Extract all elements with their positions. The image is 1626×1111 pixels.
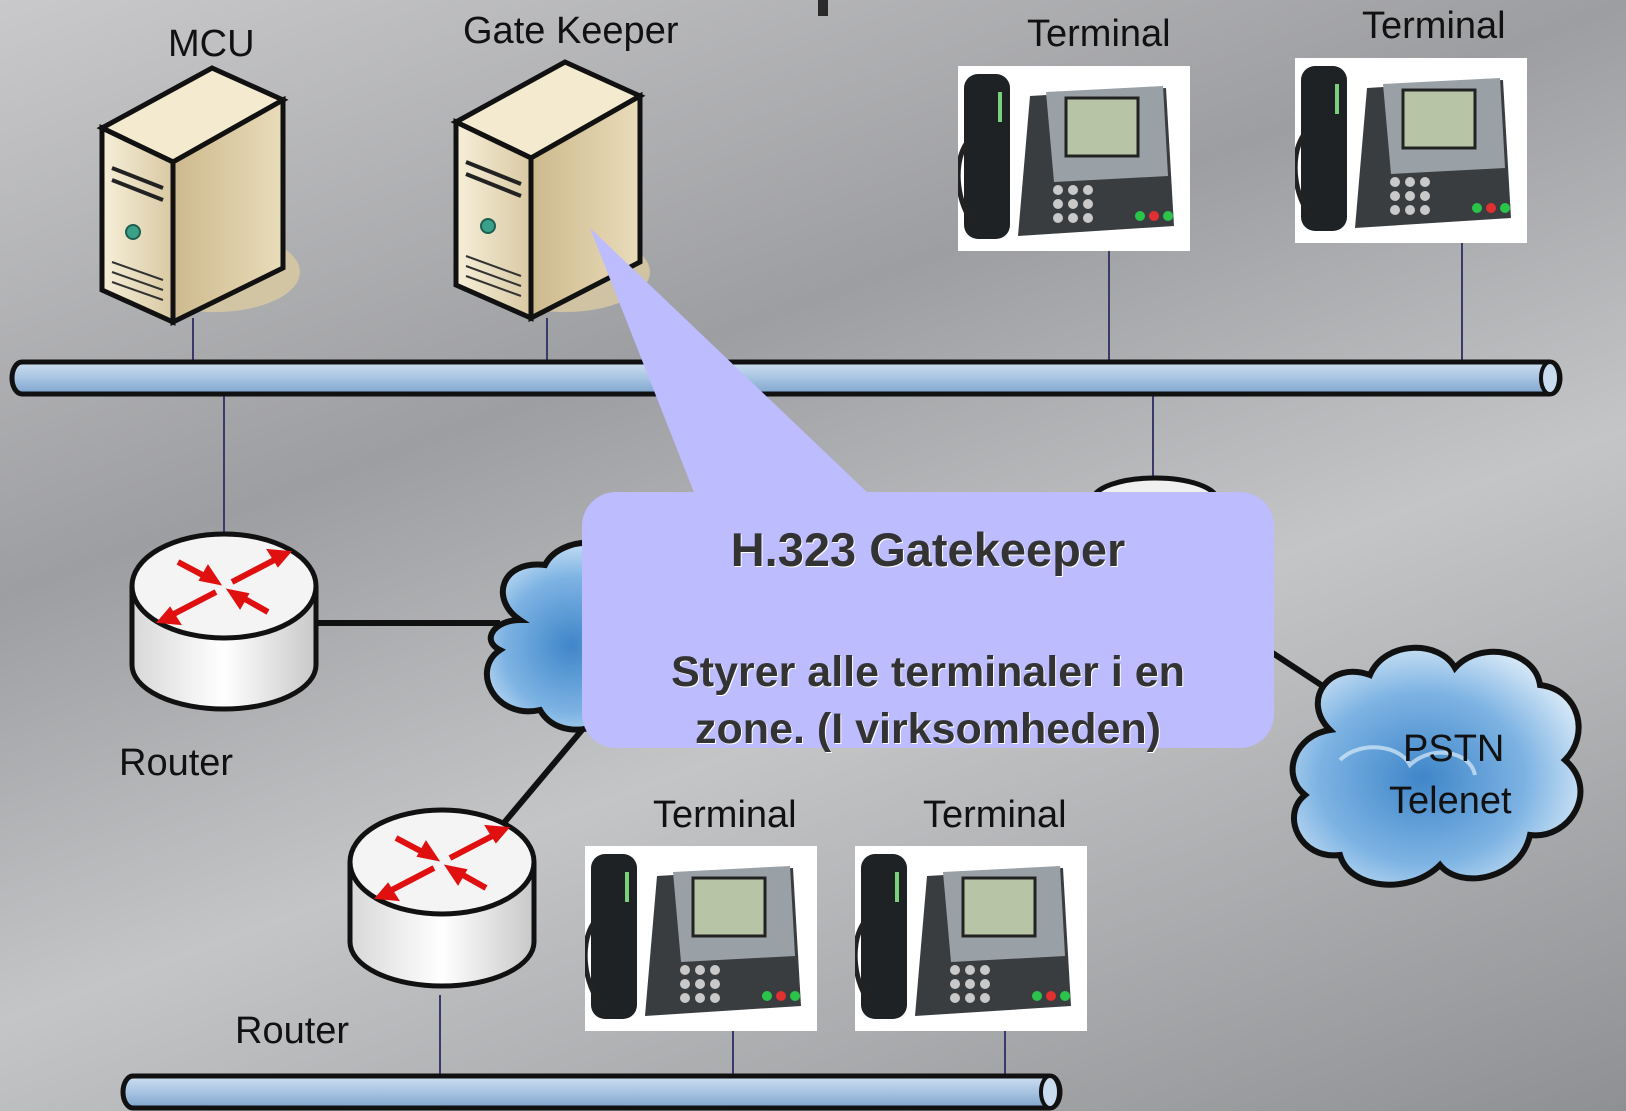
top-network-bus xyxy=(9,359,1563,397)
mcu-server-icon xyxy=(96,65,300,327)
pstn-cloud-icon xyxy=(1289,644,1584,888)
terminal-bottom-2-label: Terminal xyxy=(923,794,1067,836)
callout-title: H.323 Gatekeeper xyxy=(730,523,1126,576)
callout-line-2: zone. (I virksomheden) xyxy=(695,705,1161,753)
callout-line-1: Styrer alle terminaler i en xyxy=(671,648,1185,696)
router-1-label: Router xyxy=(119,742,234,784)
router-1-icon xyxy=(129,531,319,712)
connector-lines xyxy=(192,240,1463,1078)
telenet-label: Telenet xyxy=(1389,780,1512,822)
gatekeeper-label: Gate Keeper xyxy=(463,10,679,52)
top-edge-mark xyxy=(818,0,828,16)
terminal-top-2-label: Terminal xyxy=(1362,5,1506,47)
terminal-bottom-1-phone-icon xyxy=(582,846,817,1031)
terminal-bottom-2-phone-icon xyxy=(852,846,1087,1031)
router-2-cloud-link xyxy=(495,728,585,832)
terminal-top-1-phone-icon xyxy=(955,66,1190,251)
router-2-label: Router xyxy=(235,1010,350,1052)
gatekeeper-callout xyxy=(582,228,1274,748)
terminal-top-2-phone-icon xyxy=(1292,58,1527,243)
router-2-icon xyxy=(347,807,537,989)
terminal-bottom-1-label: Terminal xyxy=(653,794,797,836)
bottom-network-bus xyxy=(120,1073,1063,1111)
mcu-label: MCU xyxy=(168,23,255,65)
terminal-top-1-label: Terminal xyxy=(1027,13,1171,55)
pstn-label: PSTN xyxy=(1403,728,1505,770)
